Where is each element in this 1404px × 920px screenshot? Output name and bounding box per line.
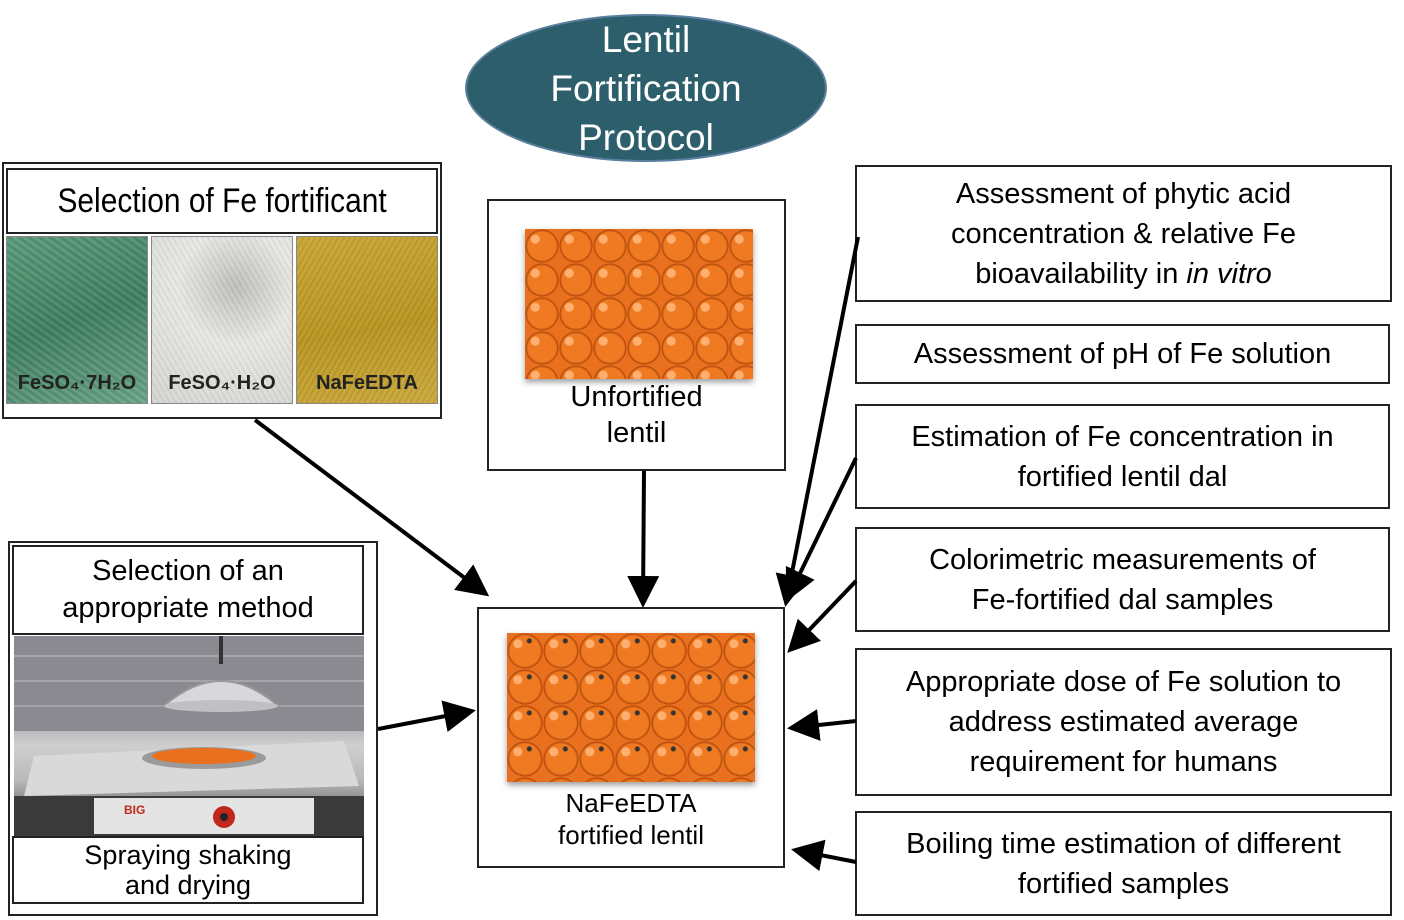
method-footer-line-2: and drying xyxy=(124,870,252,900)
appropriate-dose: Appropriate dose of Fe solution to addre… xyxy=(855,648,1392,796)
arrow-boil-to-fortified xyxy=(791,839,857,872)
unfortified-lentil-label: Unfortified lentil xyxy=(489,380,784,450)
boil-line-2: fortified samples xyxy=(1017,867,1230,900)
conc-line-1: Estimation of Fe concentration in xyxy=(911,420,1334,453)
assessment-ph: Assessment of pH of Fe solution xyxy=(855,324,1390,384)
fortificant-swatch-feso4-7h2o: FeSO₄·7H₂O xyxy=(6,236,148,404)
arrow-phytic-to-fortified xyxy=(775,236,860,607)
arrow-dose-to-fortified xyxy=(787,709,857,741)
method-header-line-1: Selection of an xyxy=(92,555,284,587)
arrow-unfortified-to-fortified xyxy=(627,470,660,608)
fortificant-header: Selection of Fe fortificant xyxy=(6,168,438,234)
fortified-lentil-image xyxy=(507,633,755,782)
method-header: Selection of an appropriate method xyxy=(12,545,364,635)
estimation-fe-concentration: Estimation of Fe concentration in fortif… xyxy=(855,404,1390,509)
fortified-line-2: fortified lentil xyxy=(558,820,704,850)
arrow-fortificant-to-fortified xyxy=(253,418,490,597)
unfortified-line-2: lentil xyxy=(606,417,667,449)
color-line-2: Fe-fortified dal samples xyxy=(971,583,1274,616)
colorimetric-measurements: Colorimetric measurements of Fe-fortifie… xyxy=(855,527,1390,632)
method-header-line-2: appropriate method xyxy=(62,592,314,624)
spray-dry-setup-illustration: BIG xyxy=(14,636,364,836)
phytic-line-3-prefix: bioavailability in xyxy=(975,257,1187,290)
fortificant-swatch-feso4-h2o: FeSO₄·H₂O xyxy=(151,236,293,404)
spray-dry-setup-image: BIG xyxy=(14,636,364,836)
boiling-time-estimation: Boiling time estimation of different for… xyxy=(855,811,1392,916)
arrow-color-to-fortified xyxy=(787,579,858,653)
title-line-3: Protocol xyxy=(578,116,714,158)
fortificant-header-text: Selection of Fe fortificant xyxy=(57,181,387,220)
device-brand-text: BIG xyxy=(124,803,145,817)
ph-line-1: Assessment of pH of Fe solution xyxy=(913,338,1332,370)
fortified-lentil-label: NaFeEDTA fortified lentil xyxy=(479,786,783,852)
color-line-1: Colorimetric measurements of xyxy=(929,543,1316,576)
conc-line-2: fortified lentil dal xyxy=(1017,460,1228,493)
fortificant-swatch-nafeedta: NaFeEDTA xyxy=(296,236,438,404)
unfortified-lentil-image xyxy=(525,229,753,379)
title-line-2: Fortification xyxy=(550,67,742,109)
dose-line-2: address estimated average xyxy=(948,706,1299,738)
unfortified-line-1: Unfortified xyxy=(570,381,703,413)
dose-line-1: Appropriate dose of Fe solution to xyxy=(905,666,1342,698)
title-line-1: Lentil xyxy=(601,18,691,60)
boil-line-1: Boiling time estimation of different xyxy=(906,827,1341,860)
assessment-phytic-acid: Assessment of phytic acid concentration … xyxy=(855,165,1392,302)
phytic-line-1: Assessment of phytic acid xyxy=(955,177,1292,210)
arrow-conc-to-fortified xyxy=(785,457,858,602)
arrow-method-to-fortified xyxy=(377,700,476,732)
swatch-label: FeSO₄·H₂O xyxy=(168,372,276,394)
title-ellipse: Lentil Fortification Protocol xyxy=(465,14,827,162)
fortified-line-1: NaFeEDTA xyxy=(565,788,697,818)
swatch-label: NaFeEDTA xyxy=(316,372,418,394)
phytic-line-2: concentration & relative Fe xyxy=(951,217,1296,250)
dose-line-3: requirement for humans xyxy=(969,746,1278,778)
phytic-line-3: bioavailability in in vitro xyxy=(975,254,1272,294)
phytic-line-3-italic: in vitro xyxy=(1186,257,1272,290)
method-footer: Spraying shaking and drying xyxy=(12,836,364,904)
swatch-label: FeSO₄·7H₂O xyxy=(17,372,137,394)
method-footer-line-1: Spraying shaking xyxy=(84,840,292,870)
